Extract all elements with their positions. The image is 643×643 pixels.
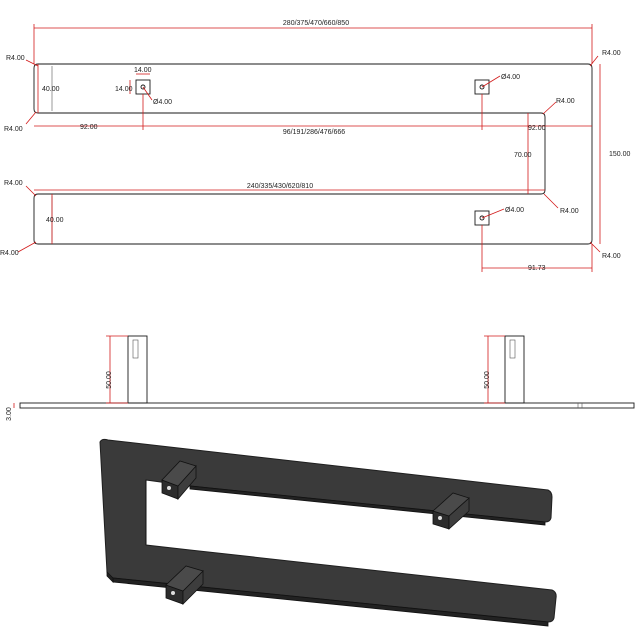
iso-post-3 [165, 565, 204, 605]
dim-plate-thickness: 3.00 [6, 407, 13, 421]
dim-hole-to-end: 91.73 [528, 265, 546, 272]
dim-square-width: 14.00 [134, 67, 152, 74]
dim-radius-inner-top: R4.00 [556, 98, 575, 105]
dim-hole-right-top: Ø4.00 [501, 74, 520, 81]
side-view-post-right [504, 335, 525, 404]
dim-hole-spacing: 96/191/286/476/666 [283, 129, 345, 136]
dim-hole-right-bottom: Ø4.00 [505, 207, 524, 214]
dim-lower-length: 240/335/430/620/810 [247, 183, 313, 190]
top-view: 280/375/470/660/850 R4.00 R4.00 40.00 14… [0, 20, 631, 272]
dim-post-height-left: 50.00 [106, 371, 113, 389]
dim-radius-top-right: R4.00 [602, 50, 621, 57]
dim-post-height-right: 50.00 [484, 371, 491, 389]
dim-offset-left: 92.00 [80, 124, 98, 131]
dim-square-height: 14.00 [115, 86, 133, 93]
dim-upper-width: 40.00 [42, 86, 60, 93]
dim-radius-bottom-left: R4.00 [0, 250, 19, 257]
dim-radius-top-left: R4.00 [6, 55, 25, 62]
top-view-dimension-lines [17, 24, 601, 272]
iso-post-1 [161, 460, 197, 501]
iso-post-2 [432, 492, 470, 530]
dim-overall-height: 150.00 [609, 151, 631, 158]
mount-hole-left [140, 84, 146, 90]
dim-radius-bottom-right: R4.00 [602, 253, 621, 260]
dim-gap-height: 70.00 [514, 152, 532, 159]
dim-overall-length: 280/375/470/660/850 [283, 20, 349, 27]
mount-hole-right-top [479, 84, 485, 90]
dim-hole-left: Ø4.00 [153, 99, 172, 106]
isometric-view [99, 438, 557, 627]
dim-radius-lower-left: R4.00 [4, 180, 23, 187]
mount-hole-right-bottom [479, 215, 485, 221]
dim-offset-right: 92.00 [528, 125, 546, 132]
top-view-plate-outline [33, 63, 593, 245]
dim-radius-mid-left: R4.00 [4, 126, 23, 133]
dim-radius-inner-bottom: R4.00 [560, 208, 579, 215]
side-view-plate [19, 402, 635, 409]
dim-lower-width: 40.00 [46, 217, 64, 224]
side-view: 50.00 50.00 3.00 [6, 335, 635, 421]
side-view-post-left [127, 335, 148, 404]
